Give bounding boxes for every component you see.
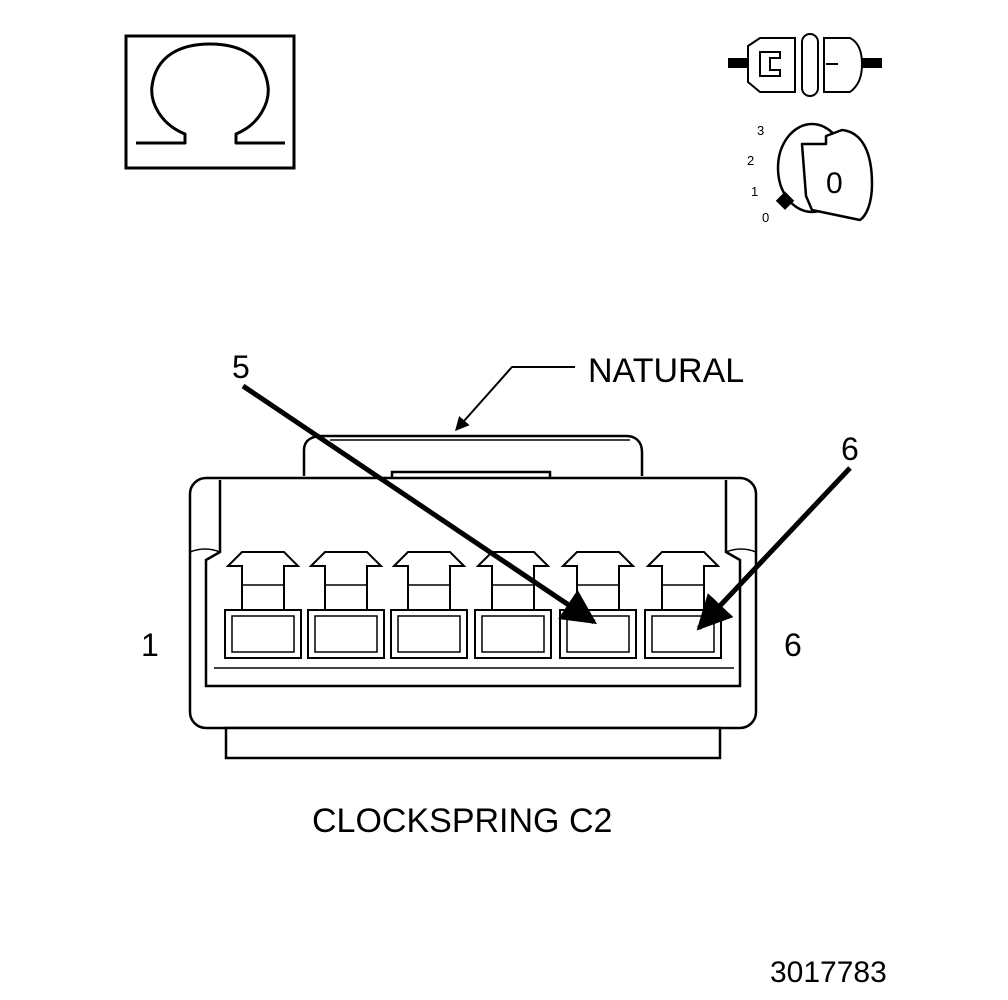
- ohm-meter-icon: [124, 34, 296, 170]
- pin-cavities: [224, 551, 722, 659]
- pin-6-leader-line: [696, 466, 852, 631]
- cavity-end-label-left: 1: [141, 627, 159, 663]
- ignition-pos-0: 0: [762, 210, 769, 225]
- connector-latch: [302, 434, 644, 476]
- figure-id: 3017783: [770, 956, 887, 989]
- callout-leaders: [241, 366, 852, 631]
- ignition-key-value: 0: [826, 167, 843, 200]
- connector-skirt: [224, 726, 722, 760]
- pin-cavity-4: [474, 551, 552, 659]
- natural-leader-line: [455, 366, 575, 432]
- pin-5-callout: 5: [232, 349, 250, 385]
- disconnected-connector-icon: [728, 33, 882, 97]
- ignition-pos-3: 3: [757, 123, 764, 138]
- ignition-pos-2: 2: [747, 153, 754, 168]
- pin-6-callout: 6: [841, 431, 859, 467]
- pin-cavity-1: [224, 551, 302, 659]
- connector-caption: CLOCKSPRING C2: [312, 802, 612, 840]
- ignition-pos-1: 1: [751, 184, 758, 199]
- pin-5-leader-line: [241, 383, 597, 625]
- ignition-key-off-icon: 3 2 1 0 0: [747, 122, 874, 225]
- pin-cavity-2: [307, 551, 385, 659]
- pin-cavity-3: [390, 551, 468, 659]
- cavity-end-label-right: 6: [784, 627, 802, 663]
- connector-body: [188, 434, 758, 760]
- connector-color-label: NATURAL: [588, 352, 744, 390]
